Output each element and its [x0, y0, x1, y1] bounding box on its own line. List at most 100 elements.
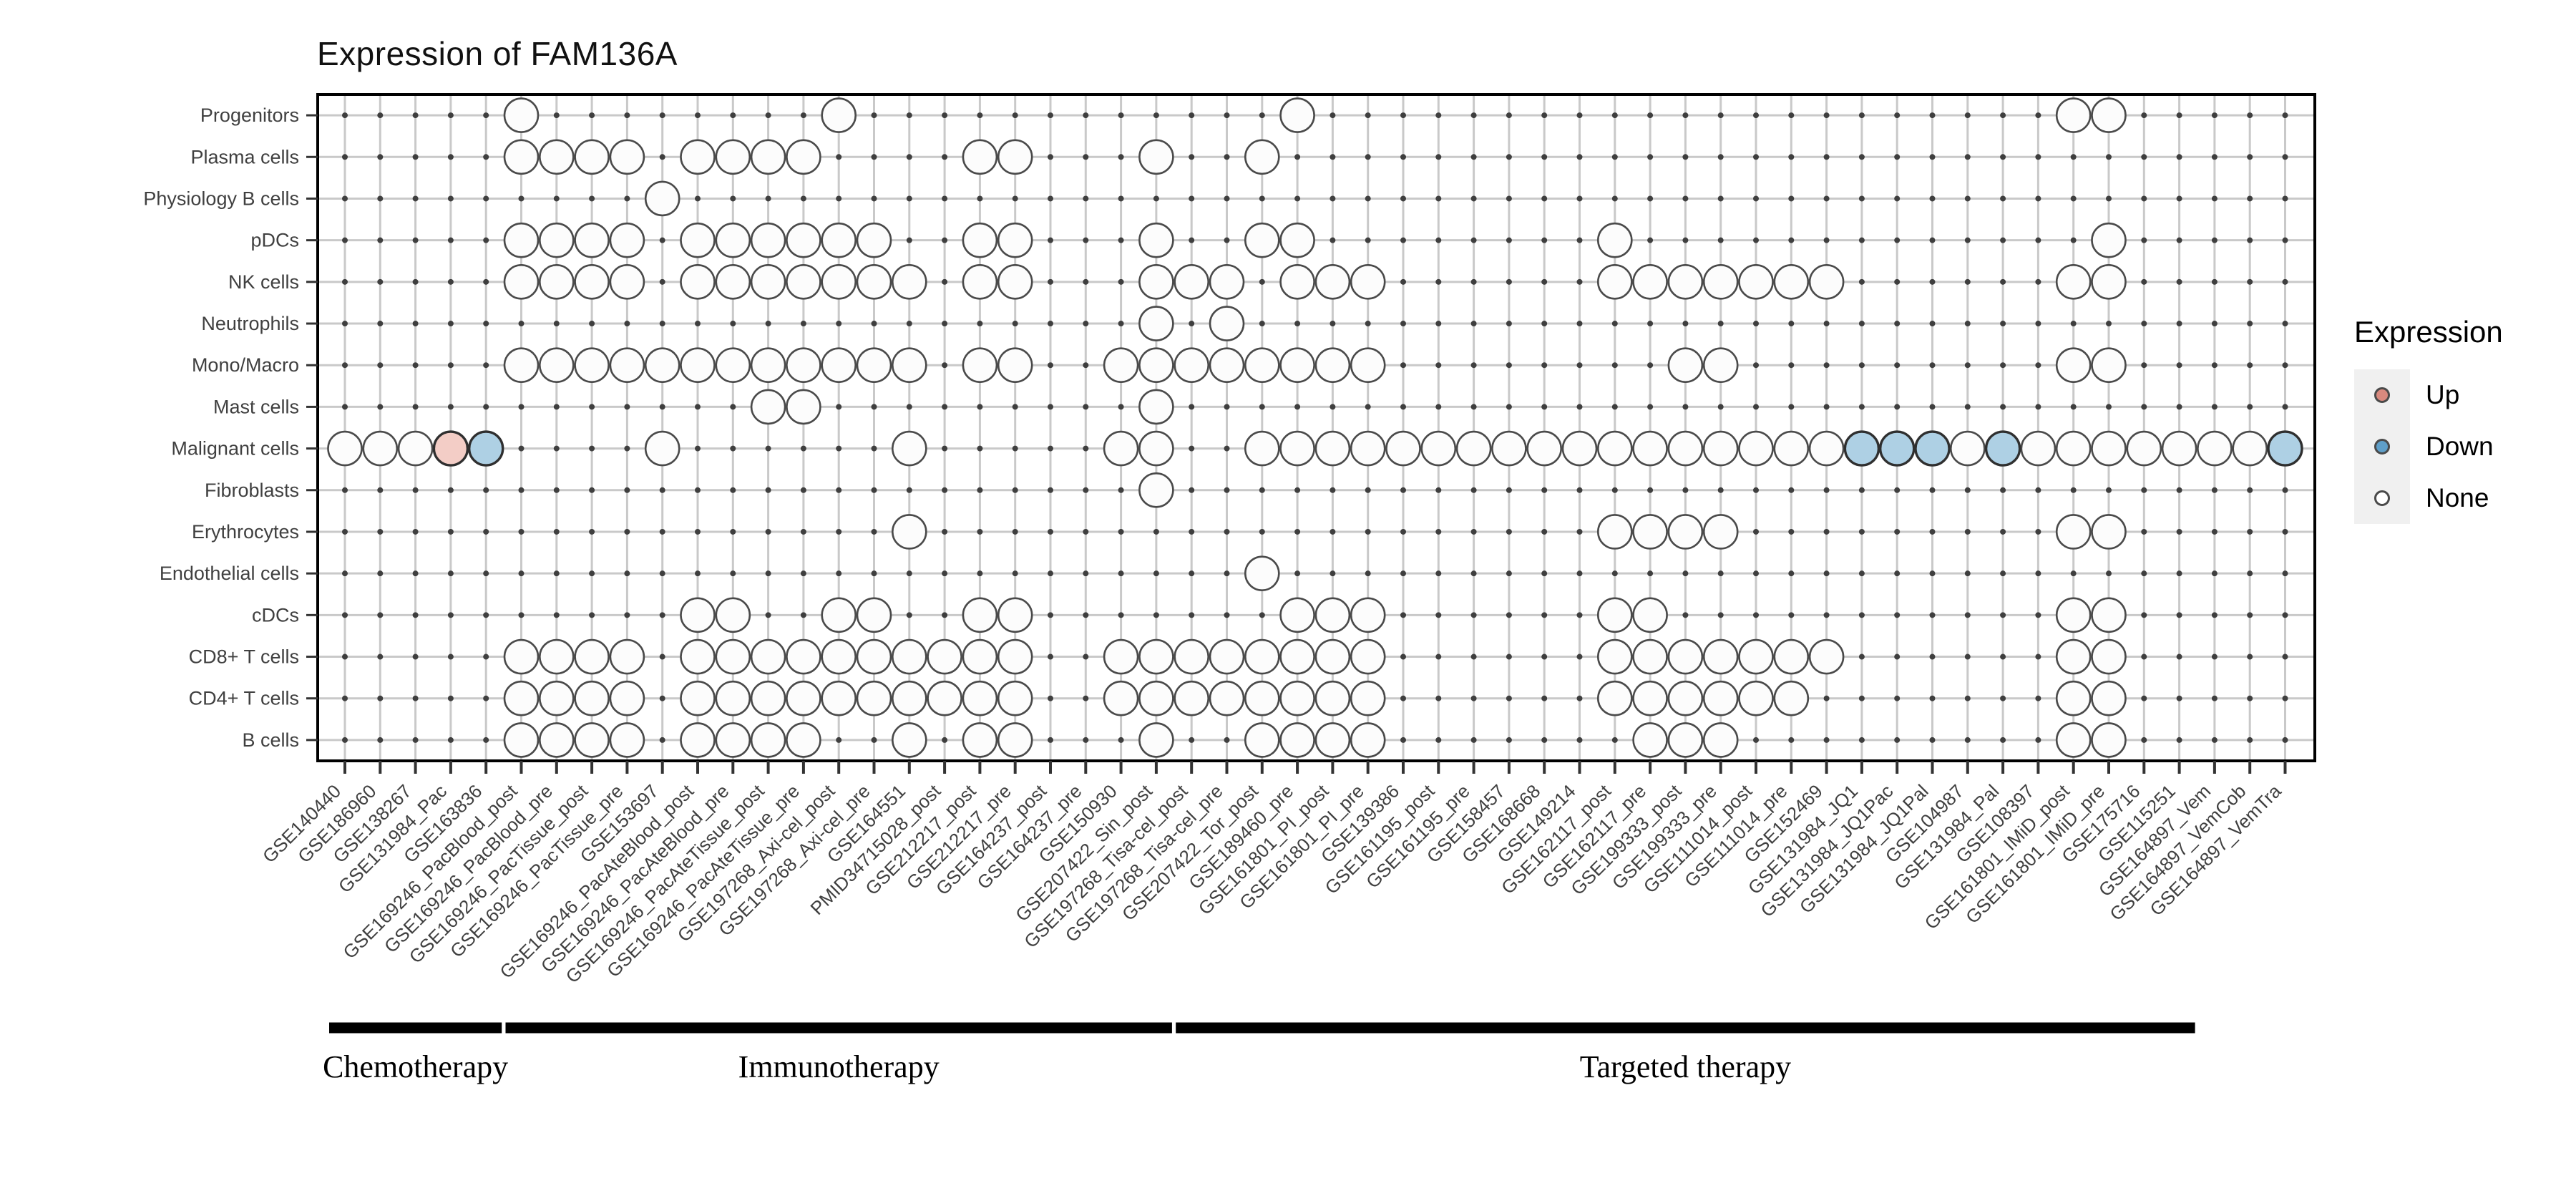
expression-circle-none	[609, 638, 645, 675]
grid-dot	[1541, 321, 1548, 327]
expression-circle-none	[1314, 722, 1351, 758]
grid-dot	[1083, 737, 1089, 743]
grid-dot	[1576, 362, 1583, 369]
grid-dot	[518, 487, 525, 493]
grid-dot	[1858, 321, 1865, 327]
expression-circle-none	[503, 264, 540, 300]
grid-dot	[1470, 653, 1477, 660]
grid-dot	[695, 570, 701, 577]
expression-circle-none	[2091, 514, 2127, 550]
grid-dot	[2247, 237, 2253, 243]
grid-dot	[624, 112, 630, 119]
grid-dot	[342, 112, 348, 119]
grid-dot	[2211, 528, 2218, 535]
grid-dot	[695, 445, 701, 452]
expression-circle-none	[609, 722, 645, 758]
grid-dot	[342, 695, 348, 701]
grid-dot	[2070, 154, 2077, 160]
grid-dot	[412, 737, 419, 743]
legend-up-dot-icon	[2374, 387, 2390, 403]
grid-dot	[553, 404, 560, 410]
grid-dot	[2070, 404, 2077, 410]
grid-dot	[2141, 737, 2147, 743]
grid-dot	[553, 321, 560, 327]
grid-dot	[2000, 612, 2006, 618]
grid-dot	[1506, 321, 1512, 327]
grid-dot	[1365, 154, 1371, 160]
grid-dot	[1400, 612, 1406, 618]
legend-title: Expression	[2354, 315, 2503, 349]
expression-circle-none	[856, 638, 892, 675]
grid-dot	[1012, 528, 1018, 535]
expression-circle-none	[997, 347, 1033, 384]
expression-circle-none	[680, 680, 716, 716]
grid-dot	[1224, 112, 1230, 119]
grid-dot	[1788, 237, 1795, 243]
grid-dot	[1647, 404, 1654, 410]
grid-dot	[1576, 154, 1583, 160]
grid-dot	[1929, 653, 1936, 660]
grid-dot	[1823, 528, 1830, 535]
grid-dot	[1435, 237, 1442, 243]
grid-dot	[1012, 195, 1018, 202]
grid-dot	[412, 278, 419, 285]
grid-dot	[1470, 695, 1477, 701]
grid-dot	[624, 404, 630, 410]
grid-dot	[447, 570, 454, 577]
grid-dot	[2106, 195, 2112, 202]
expression-circle-none	[1350, 680, 1386, 716]
expression-circle-none	[892, 722, 927, 758]
expression-circle-none	[2091, 264, 2127, 300]
grid-dot	[1470, 570, 1477, 577]
grid-dot	[1048, 737, 1053, 743]
expression-circle-none	[1279, 722, 1315, 758]
grid-dot	[2282, 695, 2288, 701]
grid-dot	[1330, 112, 1336, 119]
expression-circle-none	[1632, 638, 1668, 675]
grid-dot	[1435, 404, 1442, 410]
expression-circle-none	[2055, 97, 2092, 133]
grid-dot	[447, 195, 454, 202]
grid-dot	[624, 612, 630, 618]
grid-dot	[2247, 695, 2253, 701]
expression-circle-none	[1773, 680, 1810, 716]
grid-dot	[1717, 195, 1724, 202]
grid-dot	[1753, 321, 1759, 327]
expression-circle-none	[1314, 638, 1351, 675]
expression-circle-none	[1632, 430, 1668, 467]
grid-dot	[1435, 528, 1442, 535]
grid-dot	[942, 195, 948, 202]
grid-dot	[1435, 612, 1442, 618]
expression-circle-none	[1209, 347, 1245, 384]
grid-dot	[1435, 362, 1442, 369]
expression-circle-none	[680, 597, 716, 633]
grid-dot	[553, 612, 560, 618]
grid-dot	[1576, 112, 1583, 119]
grid-dot	[1753, 237, 1759, 243]
grid-dot	[377, 695, 384, 701]
expression-circle-none	[1279, 430, 1315, 467]
grid-dot	[412, 154, 419, 160]
grid-dot	[483, 112, 489, 119]
grid-dot	[1224, 154, 1230, 160]
grid-dot	[2141, 321, 2147, 327]
grid-dot	[1964, 237, 1971, 243]
grid-dot	[483, 612, 489, 618]
y-axis-label: Progenitors	[200, 105, 299, 126]
grid-dot	[2211, 404, 2218, 410]
grid-dot	[1964, 487, 1971, 493]
expression-circle-none	[1279, 638, 1315, 675]
grid-dot	[377, 404, 384, 410]
grid-dot	[2176, 487, 2182, 493]
grid-dot	[1153, 195, 1159, 202]
grid-dot	[659, 237, 665, 243]
expression-circle-none	[892, 430, 927, 467]
expression-circle-none	[892, 680, 927, 716]
grid-dot	[1048, 237, 1053, 243]
grid-dot	[589, 195, 595, 202]
grid-dot	[342, 737, 348, 743]
expression-circle-none	[1314, 430, 1351, 467]
grid-dot	[836, 404, 842, 410]
grid-dot	[1611, 404, 1618, 410]
expression-circle-none	[609, 222, 645, 258]
